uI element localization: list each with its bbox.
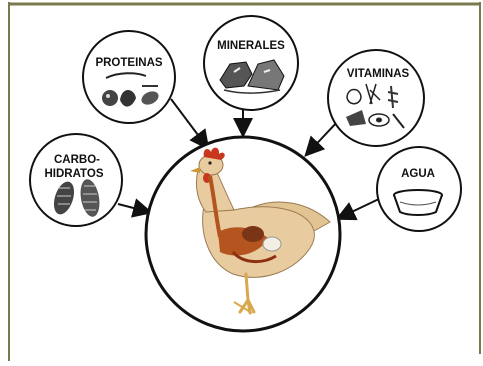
hen-circle	[146, 137, 340, 331]
carbohidratos-label-line2: HIDRATOS	[45, 168, 104, 180]
arrow-proteinas	[171, 99, 207, 147]
nutrient-minerales: MINERALES	[204, 16, 298, 110]
nutrient-agua: AGUA	[377, 147, 461, 231]
arrow-agua	[339, 198, 381, 218]
arrow-vitaminas	[307, 120, 339, 154]
minerales-label: MINERALES	[217, 40, 285, 52]
nutrient-proteinas: PROTEINAS	[83, 31, 175, 123]
agua-label: AGUA	[401, 168, 435, 180]
carbohidratos-label-line1: CARBO-	[54, 154, 100, 166]
diagram-frame: PROTEINAS MINERALES VITAMINAS	[8, 2, 481, 361]
vitaminas-label: VITAMINAS	[347, 68, 410, 80]
nutrient-vitaminas: VITAMINAS	[328, 50, 424, 146]
arrow-carbohidratos	[118, 204, 149, 212]
nutrient-carbohidratos: CARBO- HIDRATOS	[30, 134, 122, 226]
nutrition-diagram: PROTEINAS MINERALES VITAMINAS	[8, 2, 481, 361]
proteinas-label: PROTEINAS	[95, 57, 162, 69]
water-bowl-icon	[394, 190, 442, 215]
